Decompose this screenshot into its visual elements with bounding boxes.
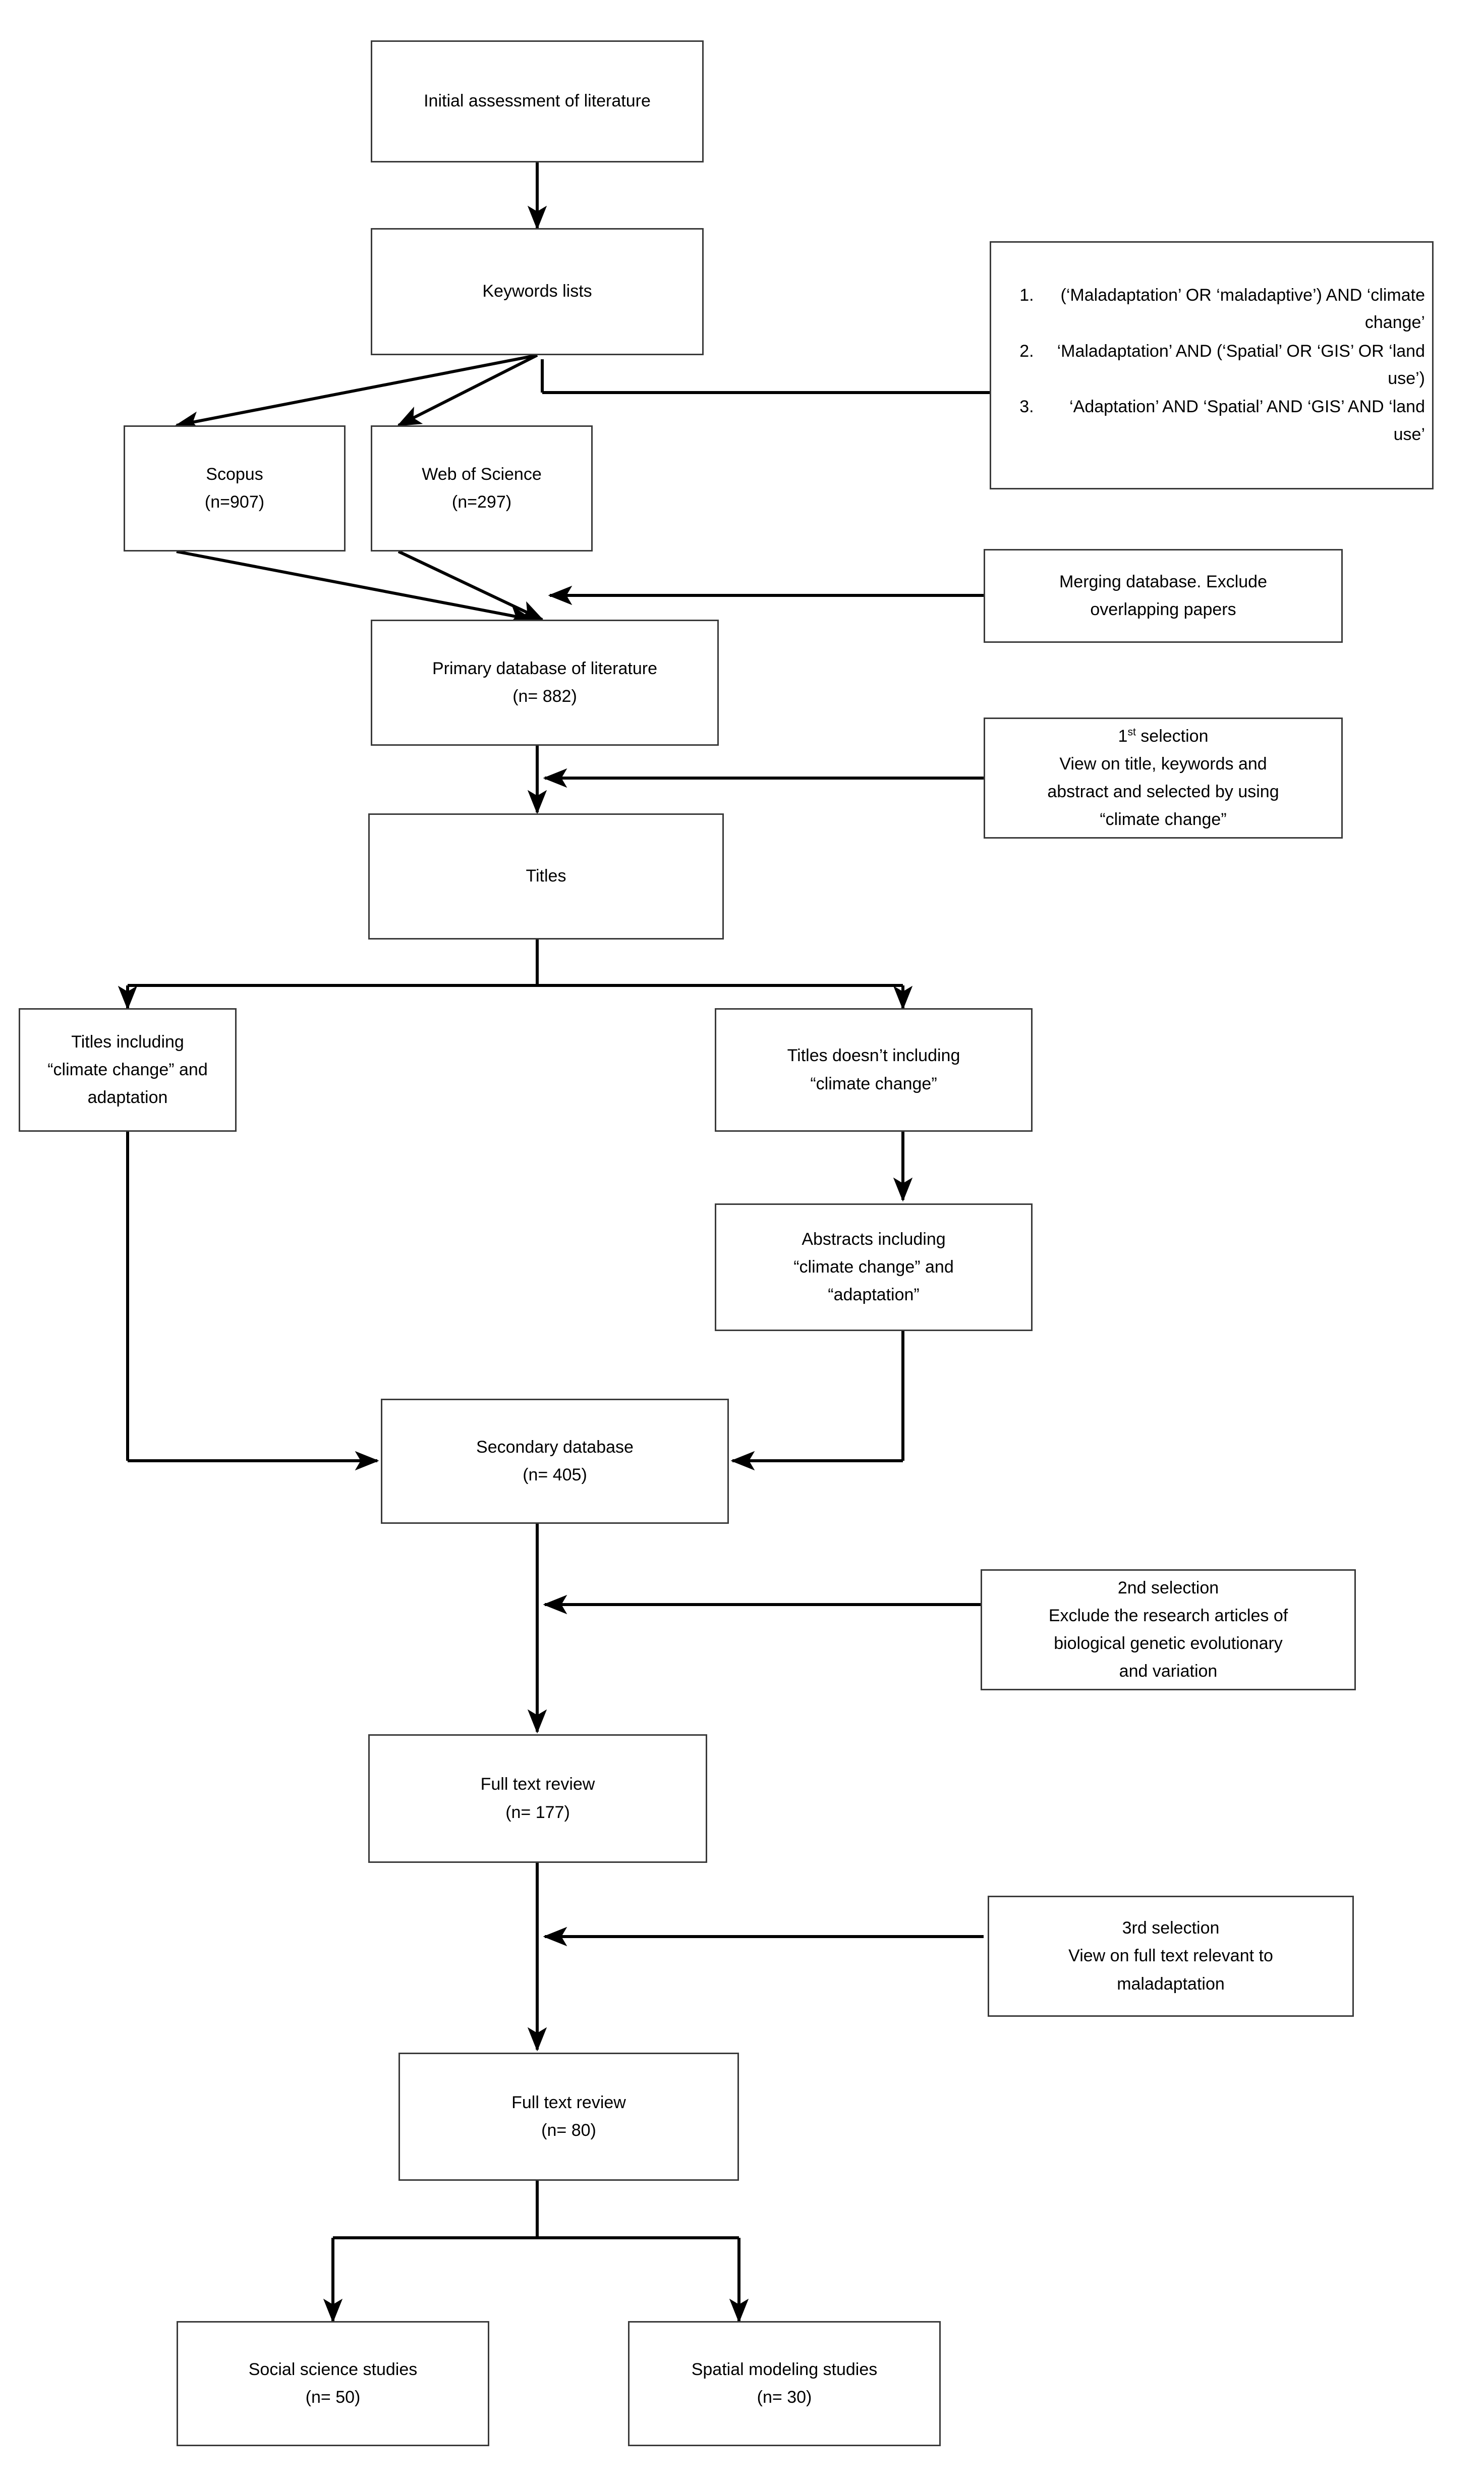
node-spatial-modeling-studies[interactable]: Spatial modeling studies (n= 30) xyxy=(628,2321,941,2446)
node-titles-not-including-text: Titles doesn’t including “climate change… xyxy=(723,1042,1024,1097)
social-science-studies-label: Social science studies xyxy=(248,2359,418,2379)
node-secondary-database-count: (n= 405) xyxy=(523,1465,587,1484)
node-secondary-database[interactable]: Secondary database (n= 405) xyxy=(381,1399,729,1524)
titles-not-including-line1: Titles doesn’t including xyxy=(787,1046,960,1066)
second-selection-line3: and variation xyxy=(1119,1662,1218,1681)
node-abstracts-including-text: Abstracts including “climate change” and… xyxy=(723,1226,1024,1309)
node-third-selection[interactable]: 3rd selection View on full text relevant… xyxy=(988,1896,1354,2017)
node-first-selection[interactable]: 1st selection View on title, keywords an… xyxy=(984,718,1343,839)
node-secondary-database-text: Secondary database (n= 405) xyxy=(389,1434,720,1489)
node-merging-note-text: Merging database. Exclude overlapping pa… xyxy=(992,568,1334,624)
node-titles-label: Titles xyxy=(526,866,566,886)
first-selection-heading-rest: selection xyxy=(1135,726,1209,746)
node-second-selection-text: 2nd selection Exclude the research artic… xyxy=(989,1574,1347,1685)
node-primary-database-label: Primary database of literature xyxy=(432,658,657,678)
search-query-item-2: ‘Maladaptation’ AND (‘Spatial’ OR ‘GIS’ … xyxy=(1039,338,1425,393)
node-web-of-science-label: Web of Science xyxy=(422,464,542,484)
first-selection-heading: 1st selection xyxy=(1118,727,1209,746)
second-selection-line1: Exclude the research articles of xyxy=(1048,1606,1288,1625)
node-second-selection[interactable]: 2nd selection Exclude the research artic… xyxy=(981,1569,1356,1690)
node-web-of-science-text: Web of Science (n=297) xyxy=(379,461,584,516)
full-text-review-80-count: (n= 80) xyxy=(541,2121,596,2140)
search-query-item-3: ‘Adaptation’ AND ‘Spatial’ AND ‘GIS’ AND… xyxy=(1039,393,1425,448)
full-text-review-177-label: Full text review xyxy=(480,1775,595,1794)
node-scopus[interactable]: Scopus (n=907) xyxy=(124,425,346,552)
node-keywords-lists[interactable]: Keywords lists xyxy=(371,228,704,355)
merging-note-line1: Merging database. Exclude xyxy=(1059,572,1268,591)
node-keywords-lists-label: Keywords lists xyxy=(482,282,592,301)
node-scopus-label: Scopus xyxy=(206,464,263,484)
node-primary-database-text: Primary database of literature (n= 882) xyxy=(379,655,710,710)
node-search-queries[interactable]: (‘Maladaptation’ OR ‘maladaptive’) AND ‘… xyxy=(990,241,1434,489)
titles-including-line2: “climate change” and xyxy=(47,1060,208,1079)
third-selection-line1: View on full text relevant to xyxy=(1068,1946,1273,1966)
titles-including-line3: adaptation xyxy=(87,1088,168,1108)
node-full-text-review-80[interactable]: Full text review (n= 80) xyxy=(398,2053,739,2181)
node-first-selection-text: 1st selection View on title, keywords an… xyxy=(992,723,1334,834)
abstracts-including-line2: “climate change” and xyxy=(793,1257,954,1277)
merging-note-line2: overlapping papers xyxy=(1090,600,1236,619)
node-scopus-count: (n=907) xyxy=(204,492,265,512)
titles-including-line1: Titles including xyxy=(71,1032,184,1052)
node-web-of-science[interactable]: Web of Science (n=297) xyxy=(371,425,593,552)
node-scopus-text: Scopus (n=907) xyxy=(132,461,337,516)
node-primary-database[interactable]: Primary database of literature (n= 882) xyxy=(371,620,719,746)
second-selection-line2: biological genetic evolutionary xyxy=(1054,1634,1283,1653)
node-social-science-studies-text: Social science studies (n= 50) xyxy=(185,2356,481,2411)
full-text-review-177-count: (n= 177) xyxy=(505,1802,570,1822)
first-selection-line2: abstract and selected by using xyxy=(1047,782,1279,801)
node-primary-database-count: (n= 882) xyxy=(512,687,577,706)
search-query-list: (‘Maladaptation’ OR ‘maladaptive’) AND ‘… xyxy=(998,282,1425,449)
node-titles-including-text: Titles including “climate change” and ad… xyxy=(27,1028,228,1112)
full-text-review-80-label: Full text review xyxy=(511,2092,626,2112)
spatial-modeling-studies-label: Spatial modeling studies xyxy=(691,2359,878,2379)
second-selection-heading: 2nd selection xyxy=(1117,1578,1219,1597)
third-selection-heading: 3rd selection xyxy=(1122,1918,1220,1938)
node-spatial-modeling-studies-text: Spatial modeling studies (n= 30) xyxy=(637,2356,932,2411)
search-query-item-1: (‘Maladaptation’ OR ‘maladaptive’) AND ‘… xyxy=(1039,282,1425,337)
first-selection-line3: “climate change” xyxy=(1100,810,1227,830)
node-web-of-science-count: (n=297) xyxy=(451,492,512,512)
spatial-modeling-studies-count: (n= 30) xyxy=(757,2388,812,2407)
node-social-science-studies[interactable]: Social science studies (n= 50) xyxy=(177,2321,489,2446)
node-full-text-review-177[interactable]: Full text review (n= 177) xyxy=(368,1734,707,1863)
first-selection-line1: View on title, keywords and xyxy=(1059,754,1267,774)
abstracts-including-line3: “adaptation” xyxy=(828,1285,920,1305)
titles-not-including-line2: “climate change” xyxy=(810,1074,937,1093)
node-merging-note[interactable]: Merging database. Exclude overlapping pa… xyxy=(984,549,1343,643)
node-third-selection-text: 3rd selection View on full text relevant… xyxy=(996,1914,1345,1998)
node-abstracts-including[interactable]: Abstracts including “climate change” and… xyxy=(715,1203,1033,1331)
node-titles[interactable]: Titles xyxy=(368,813,724,940)
third-selection-line2: maladaptation xyxy=(1117,1974,1225,1994)
social-science-studies-count: (n= 50) xyxy=(305,2388,361,2407)
node-full-text-review-177-text: Full text review (n= 177) xyxy=(377,1771,699,1826)
node-initial-assessment-label: Initial assessment of literature xyxy=(424,91,651,111)
node-full-text-review-80-text: Full text review (n= 80) xyxy=(407,2089,730,2144)
node-titles-not-including[interactable]: Titles doesn’t including “climate change… xyxy=(715,1008,1033,1132)
first-selection-heading-number: 1 xyxy=(1118,726,1128,746)
abstracts-including-line1: Abstracts including xyxy=(802,1229,946,1249)
node-titles-including[interactable]: Titles including “climate change” and ad… xyxy=(19,1008,237,1132)
node-secondary-database-label: Secondary database xyxy=(476,1437,634,1457)
node-initial-assessment[interactable]: Initial assessment of literature xyxy=(371,40,704,162)
first-selection-heading-suffix: st xyxy=(1127,726,1136,738)
